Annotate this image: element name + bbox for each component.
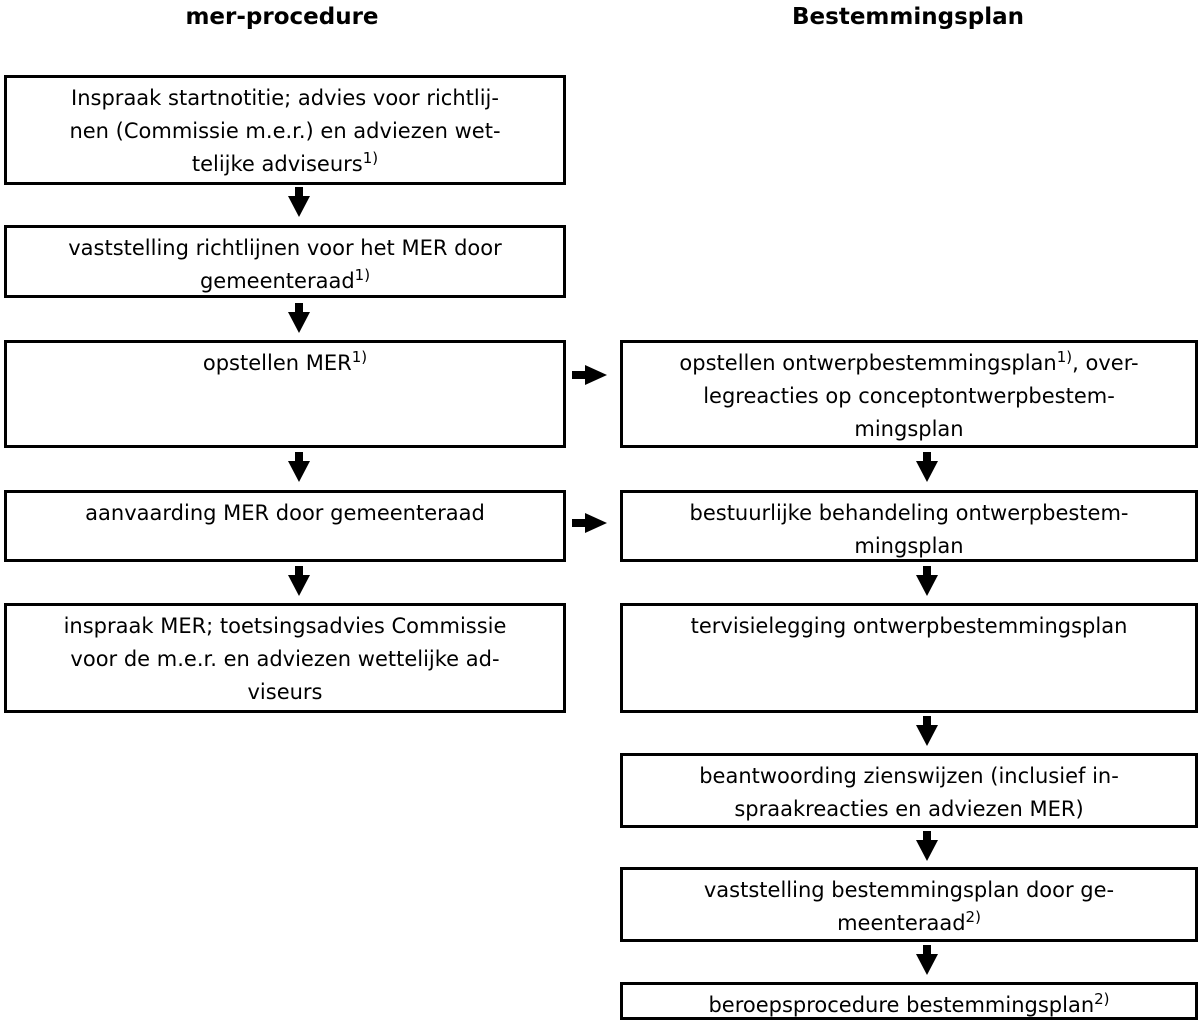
column-header-mer-procedure: mer-procedure: [185, 4, 379, 30]
arrow-down-icon: [287, 566, 311, 596]
flow-box-bestuurlijke-behandeling: bestuurlijke behandeling ontwerpbestem-m…: [620, 490, 1198, 562]
column-header-bestemmingsplan: Bestemmingsplan: [792, 4, 1024, 30]
arrow-down-icon: [915, 716, 939, 746]
arrow-down-icon: [915, 452, 939, 482]
arrow-right-icon: [572, 364, 608, 386]
arrow-down-icon: [915, 566, 939, 596]
arrow-down-icon: [287, 452, 311, 482]
flow-box-inspraak-startnotitie: Inspraak startnotitie; advies voor richt…: [4, 75, 566, 185]
flow-box-vaststelling-richtlijnen: vaststelling richtlijnen voor het MER do…: [4, 225, 566, 298]
flow-box-opstellen-mer: opstellen MER1): [4, 340, 566, 448]
arrow-down-icon: [915, 945, 939, 975]
arrow-down-icon: [287, 303, 311, 333]
flow-box-aanvaarding-mer: aanvaarding MER door gemeenteraad: [4, 490, 566, 562]
flow-box-beroepsprocedure: beroepsprocedure bestemmingsplan2): [620, 982, 1198, 1020]
arrow-down-icon: [287, 187, 311, 217]
arrow-right-icon: [572, 512, 608, 534]
flow-box-opstellen-ontwerpbestemmingsplan: opstellen ontwerpbestemmingsplan1), over…: [620, 340, 1198, 448]
flow-box-vaststelling-bestemmingsplan: vaststelling bestemmingsplan door ge-mee…: [620, 867, 1198, 942]
arrow-down-icon: [915, 831, 939, 861]
flow-box-beantwoording-zienswijzen: beantwoording zienswijzen (inclusief in-…: [620, 753, 1198, 828]
flow-box-tervisielegging: tervisielegging ontwerpbestemmingsplan: [620, 603, 1198, 713]
